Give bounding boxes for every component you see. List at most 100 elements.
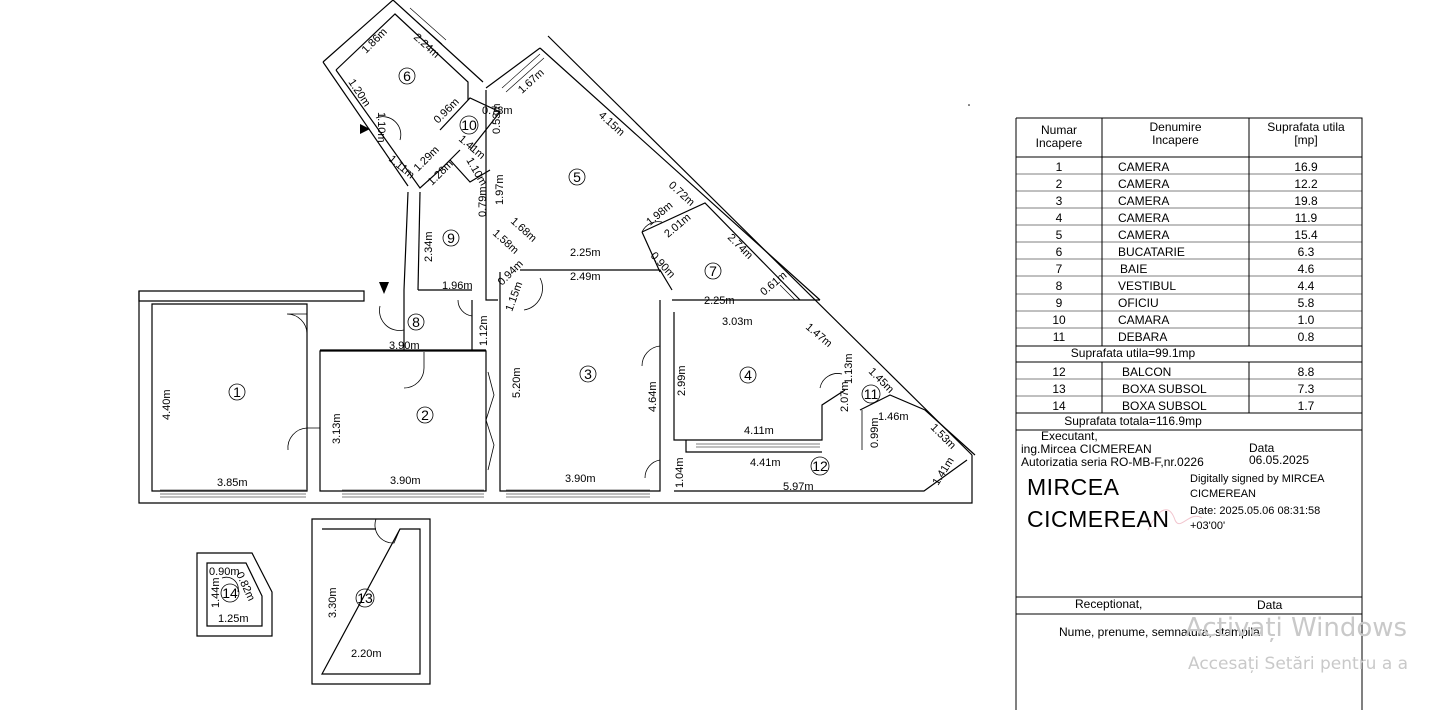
dim-label: 5.97m bbox=[783, 481, 814, 493]
dim-label: 1.25m bbox=[218, 613, 249, 625]
room-name: BALCON bbox=[1122, 365, 1172, 379]
room-nr: 3 bbox=[1055, 194, 1063, 208]
windows bbox=[160, 7, 820, 498]
room-number-2: 2 bbox=[416, 406, 434, 424]
signature-scribble bbox=[1147, 509, 1203, 531]
signature-name-line1: MIRCEA bbox=[1027, 474, 1120, 500]
dim-label: 2.25m bbox=[704, 295, 735, 307]
room-area: 0.8 bbox=[1297, 330, 1315, 344]
svg-text:3: 3 bbox=[584, 366, 592, 382]
room-number-10: 10 bbox=[459, 115, 479, 135]
stray-dot bbox=[968, 104, 970, 106]
dim-label: 1.12m bbox=[478, 315, 490, 346]
receptionat-date-label: Data bbox=[1257, 598, 1283, 612]
room-area: 15.4 bbox=[1294, 228, 1318, 242]
room-number-7: 7 bbox=[704, 262, 722, 280]
dim-label: 0.78m bbox=[482, 105, 513, 117]
room-area: 8.8 bbox=[1297, 365, 1315, 379]
room-name: CAMERA bbox=[1118, 177, 1170, 191]
room-nr: 13 bbox=[1052, 382, 1066, 396]
room-labels: 1 2 3 4 5 6 7 8 bbox=[220, 67, 881, 608]
dim-label: 3.30m bbox=[327, 587, 339, 618]
signature-detail-1: Digitally signed by MIRCEA bbox=[1190, 473, 1325, 485]
svg-text:14: 14 bbox=[222, 585, 238, 601]
total-row: Suprafata totala=116.9mp bbox=[1064, 414, 1202, 428]
room-name: BOXA SUBSOL bbox=[1122, 399, 1207, 413]
room-number-8: 8 bbox=[407, 313, 425, 331]
room-name: CAMARA bbox=[1118, 313, 1170, 327]
dim-label: 3.90m bbox=[390, 475, 421, 487]
dim-label: 1.96m bbox=[442, 280, 473, 292]
room-area: 7.3 bbox=[1297, 382, 1315, 396]
svg-text:6: 6 bbox=[403, 68, 411, 84]
room-nr: 11 bbox=[1052, 330, 1066, 344]
room-number-4: 4 bbox=[739, 366, 757, 384]
room-area: 1.7 bbox=[1297, 399, 1315, 413]
dim-label: 0.99m bbox=[869, 417, 881, 448]
dim-label: 1.46m bbox=[878, 411, 909, 423]
svg-text:5: 5 bbox=[573, 169, 581, 185]
signature-detail-4: +03'00' bbox=[1190, 520, 1226, 532]
svg-text:4: 4 bbox=[744, 367, 752, 383]
header-room-name: Denumire Incapere bbox=[1149, 120, 1202, 147]
room-nr: 2 bbox=[1055, 177, 1063, 191]
dim-label: 3.13m bbox=[331, 413, 343, 444]
room-area: 12.2 bbox=[1294, 177, 1318, 191]
room-nr: 14 bbox=[1052, 399, 1066, 413]
dim-label: 3.90m bbox=[565, 473, 596, 485]
dim-label: 0.53m bbox=[491, 103, 503, 134]
room-name: OFICIU bbox=[1118, 296, 1159, 310]
windows-activation-subtitle: Accesați Setări pentru a a bbox=[1188, 654, 1409, 674]
room-nr: 9 bbox=[1055, 296, 1063, 310]
executant-date-label: Data bbox=[1249, 441, 1275, 455]
room-area: 16.9 bbox=[1294, 160, 1318, 174]
dim-label: 4.40m bbox=[161, 389, 173, 420]
room-nr: 6 bbox=[1055, 245, 1063, 259]
room-nr: 7 bbox=[1055, 262, 1063, 276]
room-name: DEBARA bbox=[1118, 330, 1168, 344]
header-area: Suprafata utila [mp] bbox=[1267, 120, 1345, 147]
room-area: 19.8 bbox=[1294, 194, 1318, 208]
receptionat-fields: Nume, prenume, semnatura, stampila bbox=[1059, 625, 1260, 639]
svg-text:8: 8 bbox=[412, 314, 420, 330]
dim-label: 1.04m bbox=[674, 457, 686, 488]
room-number-12: 12 bbox=[810, 456, 830, 476]
dim-label: 2.99m bbox=[676, 365, 688, 396]
signature-detail-3: Date: 2025.05.06 08:31:58 bbox=[1190, 505, 1321, 517]
room-area: 5.8 bbox=[1297, 296, 1315, 310]
room-name: VESTIBUL bbox=[1118, 279, 1177, 293]
room-nr: 12 bbox=[1052, 365, 1066, 379]
room-area: 4.4 bbox=[1297, 279, 1315, 293]
room-number-3: 3 bbox=[579, 365, 597, 383]
executant-date: 06.05.2025 bbox=[1249, 453, 1310, 467]
room-number-1: 1 bbox=[228, 383, 246, 401]
doors bbox=[221, 116, 843, 593]
dim-label: 2.34m bbox=[423, 231, 435, 262]
dim-label: 0.79m bbox=[477, 186, 489, 217]
svg-text:7: 7 bbox=[709, 263, 717, 279]
executant-name: ing.Mircea CICMEREAN bbox=[1021, 442, 1152, 456]
room-name: BOXA SUBSOL bbox=[1122, 382, 1207, 396]
room-area: 1.0 bbox=[1297, 313, 1315, 327]
svg-text:2: 2 bbox=[421, 407, 429, 423]
svg-text:9: 9 bbox=[447, 230, 455, 246]
signature-name-line2: CICMEREAN bbox=[1027, 506, 1170, 532]
room-name: CAMERA bbox=[1118, 228, 1170, 242]
dim-label: 5.20m bbox=[511, 367, 523, 398]
room-number-6: 6 bbox=[398, 67, 416, 85]
room-name: CAMERA bbox=[1118, 211, 1170, 225]
dim-label: 2.49m bbox=[570, 271, 601, 283]
svg-text:1: 1 bbox=[233, 384, 241, 400]
room-name: BAIE bbox=[1120, 262, 1148, 276]
dim-label: 4.11m bbox=[744, 425, 774, 437]
room-number-11: 11 bbox=[861, 384, 881, 404]
room-nr: 1 bbox=[1055, 160, 1063, 174]
room-nr: 5 bbox=[1055, 228, 1063, 242]
dim-label: 1.97m bbox=[494, 174, 506, 205]
room-area: 4.6 bbox=[1297, 262, 1315, 276]
dim-label: 1.10m bbox=[375, 112, 387, 143]
dim-label: 1.13m bbox=[843, 353, 855, 384]
dim-label: 3.03m bbox=[722, 316, 753, 328]
dim-label: 1.44m bbox=[210, 577, 222, 608]
